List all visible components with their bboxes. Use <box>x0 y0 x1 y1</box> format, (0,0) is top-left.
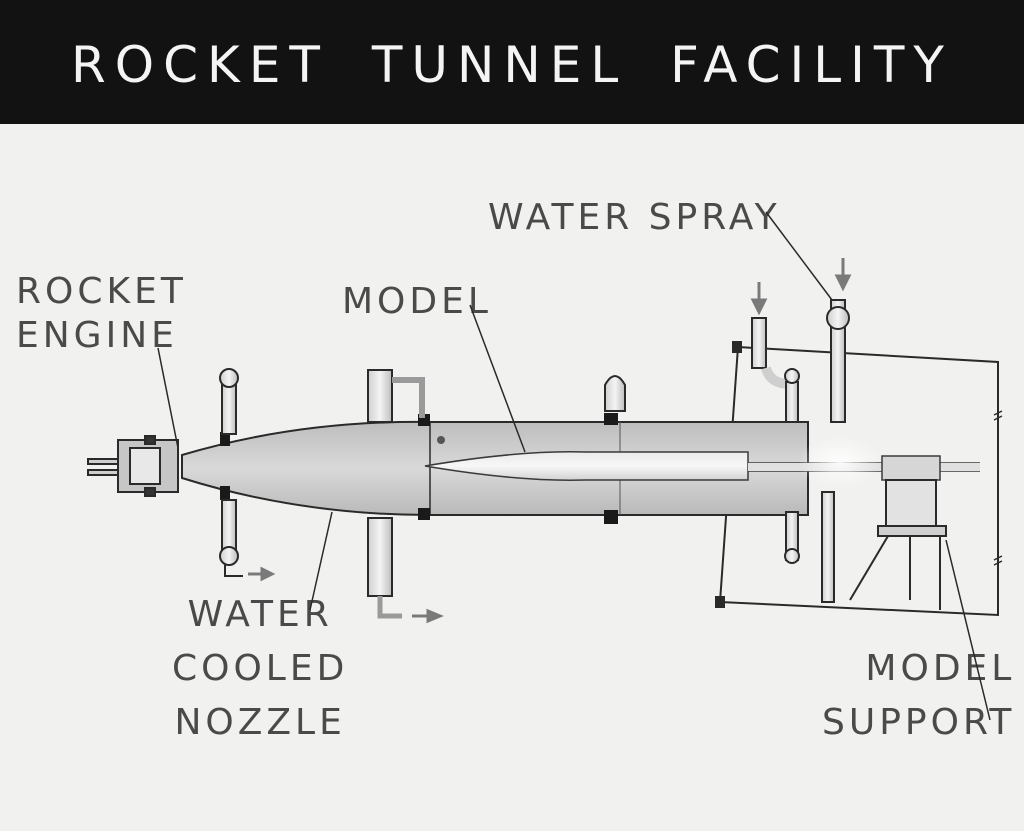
nozzle-cooling-pipes <box>219 368 243 577</box>
label-rocket-engine-line1: ROCKET <box>16 271 187 312</box>
leader-lines <box>157 211 991 721</box>
exit-pipes <box>367 369 626 619</box>
label-model-support-line1: MODEL <box>865 648 1016 689</box>
label-water-cooled-nozzle-line1: WATER <box>187 594 333 635</box>
rocket-tunnel-diagram <box>87 211 1003 721</box>
water-spray-pipes <box>751 299 850 603</box>
page-title: ROCKET TUNNEL FACILITY <box>71 36 953 94</box>
flow-arrows <box>248 258 852 624</box>
label-water-cooled-nozzle-line3: NOZZLE <box>174 702 346 743</box>
label-water-spray: WATER SPRAY <box>488 197 781 238</box>
model-body <box>424 451 980 481</box>
label-water-cooled-nozzle: WATER COOLED NOZZLE <box>172 588 348 750</box>
label-rocket-engine: ROCKET ENGINE <box>16 270 187 358</box>
label-rocket-engine-line2: ENGINE <box>16 315 178 356</box>
label-model-support: MODEL SUPPORT <box>822 642 1015 750</box>
rocket-engine <box>87 435 179 497</box>
label-water-cooled-nozzle-line2: COOLED <box>172 648 349 689</box>
label-model: MODEL <box>342 281 492 322</box>
model-support-stand <box>849 479 947 610</box>
spray-plume <box>798 436 882 488</box>
title-banner: ROCKET TUNNEL FACILITY <box>0 0 1024 124</box>
label-model-support-line2: SUPPORT <box>822 702 1016 743</box>
